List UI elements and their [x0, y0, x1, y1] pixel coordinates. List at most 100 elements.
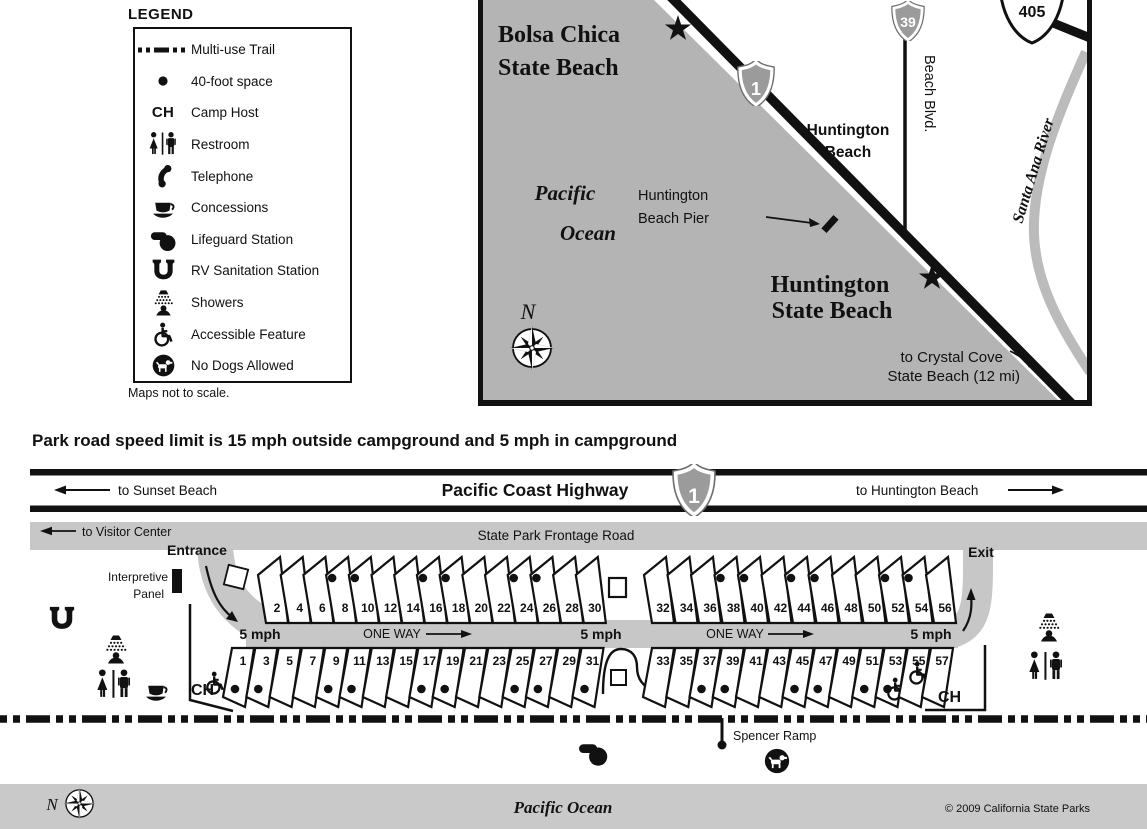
frontage-road-label: State Park Frontage Road: [478, 528, 635, 543]
campsite-number: 47: [819, 654, 833, 668]
legend-item-40-foot-space: 40-foot space: [135, 66, 350, 98]
campsite-number: 25: [516, 654, 530, 668]
concessions-icon: [145, 684, 168, 702]
compass-n-label: N: [520, 299, 537, 324]
campsite-number: 52: [891, 601, 905, 615]
campsite-number: 54: [915, 601, 929, 615]
map-border-bottom: [478, 400, 1092, 406]
forty-foot-space-dot: [440, 684, 450, 694]
campsite: [461, 554, 494, 625]
map-border-left: [478, 0, 483, 406]
route-39-number: 39: [900, 14, 916, 30]
campsite-number: 34: [680, 601, 694, 615]
legend-item-restroom: Restroom: [135, 129, 350, 161]
campsite-number: 16: [429, 601, 443, 615]
campsite: [529, 554, 562, 625]
ocean-label: Ocean: [560, 221, 616, 245]
ocean-area: [478, 0, 1064, 406]
campsite-number: 44: [797, 601, 811, 615]
campsite-number: 36: [703, 601, 717, 615]
forty-foot-space-dot: [323, 684, 333, 694]
campsite-number: 31: [586, 654, 600, 668]
campsite-number: 27: [539, 654, 553, 668]
campsite-number: 11: [353, 654, 366, 668]
forty-foot-space-dot: [418, 573, 428, 583]
campsite-number: 23: [493, 654, 507, 668]
campsite: [924, 554, 958, 625]
campsite-number: 45: [796, 654, 810, 668]
campsite-number: 10: [361, 601, 375, 615]
exit-arrow-head: [966, 588, 976, 600]
showers-icon-right: [1039, 613, 1060, 642]
campsite-number: 39: [726, 654, 740, 668]
legend-box: Multi-use Trail 40-foot space CH Camp Ho…: [133, 27, 352, 383]
campsite-number: 55: [912, 654, 926, 668]
campsite-number: 33: [656, 654, 670, 668]
forty-foot-space-dot: [720, 684, 730, 694]
lifeguard-station-icon: [135, 226, 191, 253]
one-way-label-2: ONE WAY: [706, 627, 764, 641]
one-way-arrow-1-head: [461, 630, 472, 638]
highway-1-number: 1: [751, 79, 761, 99]
forty-foot-space-dot: [813, 684, 823, 694]
forty-foot-space-dot: [716, 573, 725, 583]
campsite: [666, 554, 699, 625]
campsite-number: 1: [240, 654, 247, 668]
campsite: [877, 554, 911, 625]
no-dogs-icon: [135, 353, 191, 378]
bolsa-chica-label-2: State Beach: [498, 55, 619, 81]
campsite-number: 19: [446, 654, 460, 668]
forty-foot-space-dot: [786, 573, 796, 583]
forty-foot-space-dot: [697, 684, 706, 694]
campsite: [438, 554, 471, 625]
restroom-building-bottom: [610, 669, 627, 686]
pch-line-bottom: [30, 505, 1147, 512]
campsite: [393, 554, 426, 625]
speed-label-3: 5 mph: [910, 626, 951, 642]
huntington-sb-label-2: State Beach: [772, 298, 893, 324]
campsite-number: 37: [703, 654, 717, 668]
forty-foot-space-dot: [230, 684, 240, 694]
campsite-number: 17: [423, 654, 437, 668]
interstate-405-number: 405: [1019, 4, 1046, 21]
restroom-building-top: [607, 576, 628, 599]
campsite-number: 38: [727, 601, 741, 615]
restroom-icon-left: [97, 669, 130, 698]
pier-arrow: [765, 216, 813, 224]
to-huntington-beach-label: to Huntington Beach: [856, 483, 978, 498]
campsite-number: 32: [656, 601, 670, 615]
rv-sanitation-icon: [135, 258, 191, 283]
legend-item-label: 40-foot space: [191, 73, 273, 89]
campsite-number: 46: [821, 601, 835, 615]
forty-foot-space-dot: [810, 573, 819, 583]
campsite-number: 51: [866, 654, 880, 668]
interstate-405-shield: [1000, 0, 1064, 45]
campsite-number: 57: [935, 654, 949, 668]
legend-item-label: Accessible Feature: [191, 326, 306, 342]
campsite: [506, 554, 539, 625]
to-sunset-beach-label: to Sunset Beach: [118, 483, 217, 498]
campsite: [571, 646, 605, 709]
campsite: [551, 554, 585, 625]
entrance-building: [222, 563, 250, 591]
copyright-label: © 2009 California State Parks: [945, 803, 1091, 815]
one-way-arrow-2-head: [803, 630, 814, 638]
huntington-sb-label-1: Huntington: [771, 272, 890, 298]
campsite: [415, 554, 449, 625]
campsite-number: 42: [774, 601, 788, 615]
legend-item-label: No Dogs Allowed: [191, 358, 294, 374]
campsite: [920, 646, 955, 709]
camp-host-right-label: CH: [938, 689, 961, 706]
pier-label-1: Huntington: [638, 188, 708, 204]
campsite: [783, 554, 817, 625]
interpretive-panel-label-2: Panel: [133, 587, 164, 601]
campsite: [830, 554, 864, 625]
legend-item-label: RV Sanitation Station: [191, 263, 320, 279]
campsite-number: 22: [497, 601, 511, 615]
forty-foot-space-dot: [580, 684, 589, 694]
campsite-number: 43: [773, 654, 787, 668]
campsite-number: 3: [263, 654, 270, 668]
